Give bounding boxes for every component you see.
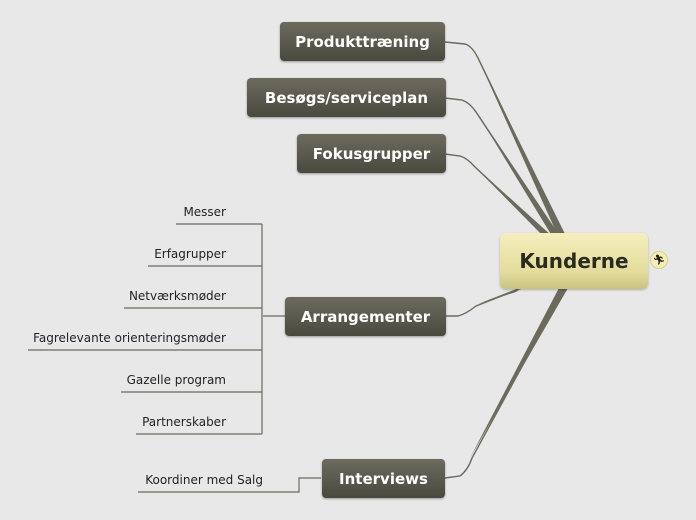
connector-besoegs bbox=[444, 97, 559, 237]
branch-label: Besøgs/serviceplan bbox=[264, 88, 429, 107]
branch-fokusgrupper[interactable]: Fokusgrupper bbox=[297, 134, 446, 173]
branch-label: Interviews bbox=[339, 469, 428, 488]
person-run-icon[interactable]: 🏃︎ bbox=[650, 251, 668, 269]
leaf-erfagrupper[interactable]: Erfagrupper bbox=[154, 247, 226, 261]
leaf-netvaerksmoeder[interactable]: Netværksmøder bbox=[128, 289, 226, 303]
connector-produkttraening-fill bbox=[476, 54, 566, 236]
connector-fokusgrupper-fill bbox=[470, 162, 552, 236]
central-topic[interactable]: Kunderne bbox=[500, 233, 648, 289]
branch-besoegs-serviceplan[interactable]: Besøgs/serviceplan bbox=[247, 78, 446, 117]
connector-arrangementer bbox=[445, 287, 523, 317]
connector-interviews bbox=[444, 285, 567, 479]
branch-interviews[interactable]: Interviews bbox=[322, 459, 445, 498]
leaf-koordiner-med-salg[interactable]: Koordiner med Salg bbox=[145, 473, 263, 487]
leaf-messer[interactable]: Messer bbox=[183, 205, 226, 219]
central-topic-label: Kunderne bbox=[519, 249, 629, 273]
connector-produkttraening bbox=[444, 41, 565, 237]
leaf-gazelle-program[interactable]: Gazelle program bbox=[126, 373, 226, 387]
leaf-line-koordiner bbox=[138, 477, 321, 493]
connector-interviews-fill bbox=[470, 286, 568, 458]
branch-arrangementer[interactable]: Arrangementer bbox=[285, 297, 446, 336]
branch-label: Fokusgrupper bbox=[312, 144, 431, 163]
branch-label: Arrangementer bbox=[300, 307, 431, 326]
connector-arrangementer-fill bbox=[478, 286, 524, 304]
leaf-partnerskaber[interactable]: Partnerskaber bbox=[142, 415, 226, 429]
connector-besoegs-fill bbox=[474, 108, 560, 236]
leaf-fagrelevante-orienteringsmoeder[interactable]: Fagrelevante orienteringsmøder bbox=[33, 331, 226, 345]
branch-label: Produkttræning bbox=[295, 32, 430, 51]
branch-produkttraening[interactable]: Produkttræning bbox=[280, 22, 445, 61]
